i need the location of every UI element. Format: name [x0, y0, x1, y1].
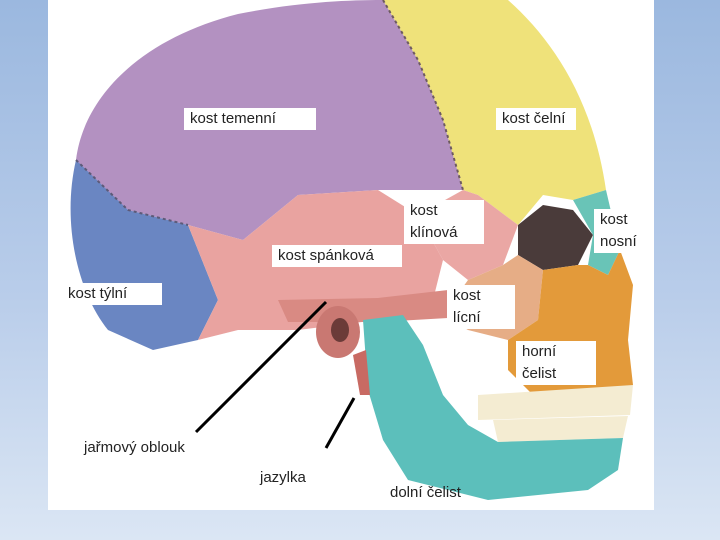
- label-occipital-text: kost týlní: [68, 285, 128, 302]
- zygomatic-arch-pointer: [194, 300, 328, 434]
- label-temporal-bone: kost spánková: [272, 245, 402, 267]
- label-zygomatic-line1: kost: [453, 287, 481, 304]
- upper-teeth: [478, 385, 633, 420]
- hyoid-process: [353, 350, 370, 395]
- label-nasal-line2: nosní: [600, 233, 637, 250]
- label-nasal-bone: kost nosní: [594, 209, 644, 253]
- label-maxilla-line1: horní: [522, 343, 557, 360]
- label-zygomatic-bone: kost lícní: [447, 285, 515, 329]
- label-maxilla: horní čelist: [516, 341, 596, 385]
- label-zygomatic-arch: jařmový oblouk: [78, 437, 208, 459]
- label-mandible-text: dolní čelist: [390, 484, 461, 501]
- ear-canal-hole: [331, 318, 349, 342]
- lambdoid-suture: [75, 159, 189, 226]
- label-mandible: dolní čelist: [384, 482, 484, 504]
- orbit-cavity: [518, 205, 593, 270]
- label-occipital-bone: kost týlní: [62, 283, 162, 305]
- label-zygomatic-line2: lícní: [453, 309, 481, 326]
- skull-illustration-panel: kost temenní kost čelní kost klínová kos…: [48, 0, 654, 510]
- label-maxilla-line2: čelist: [522, 365, 557, 382]
- label-nasal-line1: kost: [600, 211, 628, 228]
- frontal-bone-region: [383, 0, 606, 225]
- lower-teeth: [493, 416, 628, 442]
- label-temporal-text: kost spánková: [278, 247, 374, 264]
- label-sphenoid-bone: kost klínová: [404, 200, 484, 244]
- mandible-region: [363, 315, 623, 500]
- label-sphenoid-line1: kost: [410, 202, 438, 219]
- label-sphenoid-line2: klínová: [410, 224, 458, 241]
- label-parietal-text: kost temenní: [190, 110, 276, 127]
- label-parietal-bone: kost temenní: [184, 108, 316, 130]
- label-frontal-text: kost čelní: [502, 110, 566, 127]
- label-frontal-bone: kost čelní: [496, 108, 576, 130]
- label-hyoid-text: jazylka: [260, 469, 306, 486]
- coronal-suture: [382, 0, 464, 191]
- label-zygomatic-arch-text: jařmový oblouk: [84, 439, 185, 456]
- hyoid-pointer: [324, 397, 356, 449]
- label-hyoid: jazylka: [254, 467, 334, 489]
